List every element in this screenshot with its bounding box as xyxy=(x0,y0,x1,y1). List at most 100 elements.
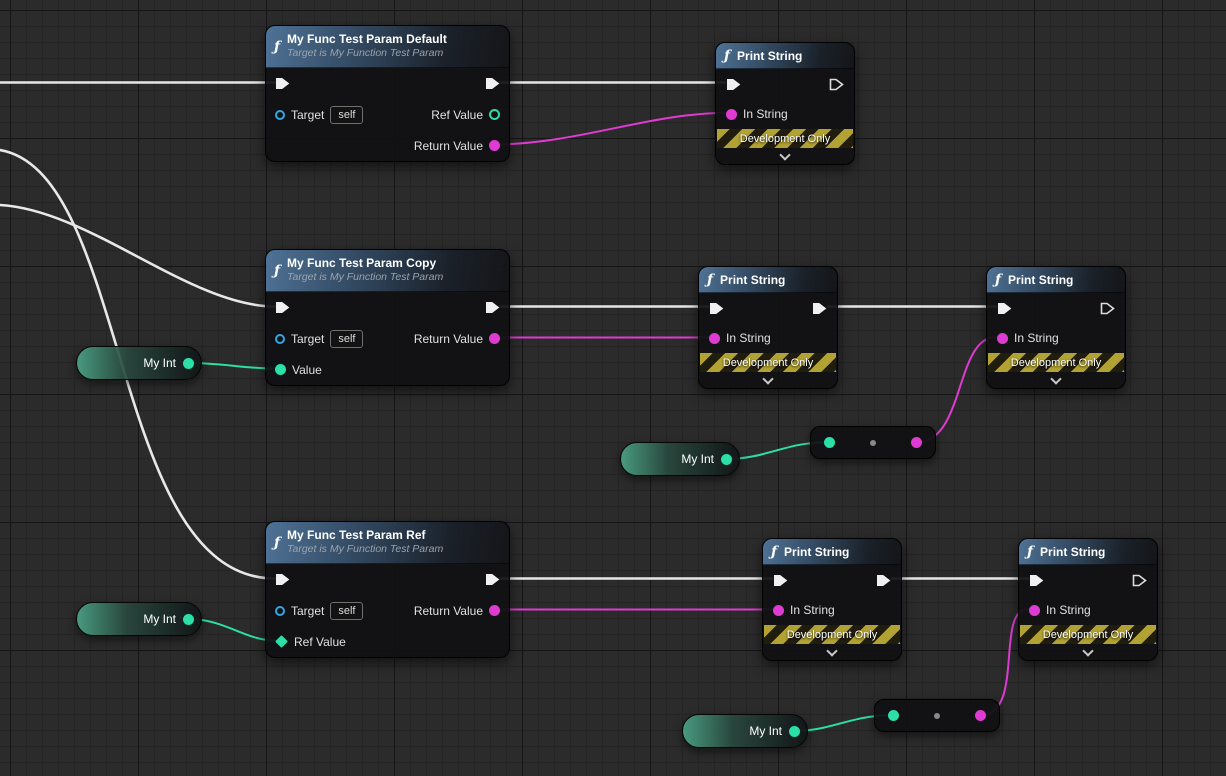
target-label: Target xyxy=(291,107,325,122)
exec-out-pin[interactable] xyxy=(829,78,844,91)
node-print-string-2[interactable]: ƒ Print String In String Development Onl… xyxy=(698,266,838,389)
node-my-int-getter-2[interactable]: My Int xyxy=(620,442,740,476)
target-self-input[interactable]: self xyxy=(330,601,364,620)
value-label: Value xyxy=(292,362,322,377)
exec-in-pin[interactable] xyxy=(726,78,741,91)
node-my-int-getter-3[interactable]: My Int xyxy=(76,602,202,636)
exec-in-pin[interactable] xyxy=(275,573,290,586)
collapse-chevron-icon[interactable] xyxy=(779,149,791,161)
in-string-label: In String xyxy=(790,603,835,617)
node-header[interactable]: ƒ Print String xyxy=(987,267,1125,293)
return-value-pin[interactable] xyxy=(489,140,500,151)
node-my-int-getter-4[interactable]: My Int xyxy=(682,714,808,748)
node-print-string-4[interactable]: ƒ Print String In String Development Onl… xyxy=(762,538,902,661)
exec-out-pin[interactable] xyxy=(1132,574,1147,587)
value-pin[interactable] xyxy=(275,364,286,375)
my-int-output-pin[interactable] xyxy=(183,357,194,369)
node-my-func-test-param-default[interactable]: ƒ My Func Test Param Default Target is M… xyxy=(265,25,510,162)
return-value-label: Return Value xyxy=(413,603,483,618)
node-header[interactable]: ƒ Print String xyxy=(699,267,837,293)
my-int-output-pin[interactable] xyxy=(183,613,194,625)
node-header[interactable]: ƒ My Func Test Param Copy Target is My F… xyxy=(266,250,509,292)
conversion-input-pin[interactable] xyxy=(888,710,899,721)
variable-label: My Int xyxy=(143,612,176,626)
exec-in-pin[interactable] xyxy=(275,301,290,314)
node-header[interactable]: ƒ My Func Test Param Ref Target is My Fu… xyxy=(266,522,509,564)
ref-value-pin[interactable] xyxy=(489,109,500,120)
variable-label: My Int xyxy=(749,724,782,738)
collapse-chevron-icon[interactable] xyxy=(762,373,774,385)
function-icon: ƒ xyxy=(274,534,281,551)
node-header[interactable]: ƒ Print String xyxy=(716,43,854,69)
node-title: Print String xyxy=(1040,544,1106,559)
node-print-string-3[interactable]: ƒ Print String In String Development Onl… xyxy=(986,266,1126,389)
target-self-input[interactable]: self xyxy=(330,329,364,348)
return-value-pin[interactable] xyxy=(489,605,500,616)
node-print-string-1[interactable]: ƒ Print String In String Development Onl… xyxy=(715,42,855,165)
conversion-output-pin[interactable] xyxy=(911,437,922,448)
in-string-pin[interactable] xyxy=(773,604,784,616)
string-wire-default-return xyxy=(493,112,726,146)
development-only-banner: Development Only xyxy=(764,625,900,644)
target-pin[interactable] xyxy=(275,109,285,120)
exec-out-pin[interactable] xyxy=(485,573,500,586)
exec-wire-in-copy xyxy=(0,203,277,308)
in-string-pin[interactable] xyxy=(1029,604,1040,616)
in-string-pin[interactable] xyxy=(726,108,737,120)
function-icon: ƒ xyxy=(274,262,281,279)
return-value-label: Return Value xyxy=(413,331,483,346)
target-self-input[interactable]: self xyxy=(330,105,364,124)
exec-in-pin[interactable] xyxy=(997,302,1012,315)
in-string-pin[interactable] xyxy=(709,332,720,344)
in-string-label: In String xyxy=(726,331,771,345)
my-int-output-pin[interactable] xyxy=(789,725,800,737)
target-pin[interactable] xyxy=(275,333,285,344)
in-string-label: In String xyxy=(1046,603,1091,617)
exec-out-pin[interactable] xyxy=(485,301,500,314)
conversion-dot-icon xyxy=(870,439,876,446)
ref-value-pin[interactable] xyxy=(275,635,288,648)
exec-out-pin[interactable] xyxy=(1100,302,1115,315)
return-value-pin[interactable] xyxy=(489,333,500,344)
my-int-output-pin[interactable] xyxy=(721,453,732,465)
function-icon: ƒ xyxy=(724,47,731,64)
node-title: My Func Test Param Copy xyxy=(287,255,437,270)
node-title: My Func Test Param Ref xyxy=(287,527,426,542)
target-pin[interactable] xyxy=(275,605,285,616)
exec-in-pin[interactable] xyxy=(773,574,788,587)
node-my-func-test-param-copy[interactable]: ƒ My Func Test Param Copy Target is My F… xyxy=(265,249,510,386)
exec-in-pin[interactable] xyxy=(1029,574,1044,587)
node-header[interactable]: ƒ My Func Test Param Default Target is M… xyxy=(266,26,509,68)
node-subtitle: Target is My Function Test Param xyxy=(287,271,444,284)
target-label: Target xyxy=(291,331,325,346)
node-subtitle: Target is My Function Test Param xyxy=(287,47,444,60)
node-title: Print String xyxy=(720,272,786,287)
exec-in-pin[interactable] xyxy=(275,77,290,90)
return-value-label: Return Value xyxy=(413,138,483,153)
collapse-chevron-icon[interactable] xyxy=(826,645,838,657)
node-int-to-string-conversion-2[interactable] xyxy=(874,699,1000,732)
exec-out-pin[interactable] xyxy=(812,302,827,315)
node-my-int-getter-1[interactable]: My Int xyxy=(76,346,202,380)
collapse-chevron-icon[interactable] xyxy=(1050,373,1062,385)
node-title: Print String xyxy=(1008,272,1074,287)
collapse-chevron-icon[interactable] xyxy=(1082,645,1094,657)
development-only-banner: Development Only xyxy=(700,353,836,372)
conversion-output-pin[interactable] xyxy=(975,710,986,721)
node-int-to-string-conversion-1[interactable] xyxy=(810,426,936,459)
exec-out-pin[interactable] xyxy=(485,77,500,90)
in-string-pin[interactable] xyxy=(997,332,1008,344)
exec-in-pin[interactable] xyxy=(709,302,724,315)
node-title: My Func Test Param Default xyxy=(287,31,447,46)
function-icon: ƒ xyxy=(995,271,1002,288)
node-my-func-test-param-ref[interactable]: ƒ My Func Test Param Ref Target is My Fu… xyxy=(265,521,510,658)
conversion-input-pin[interactable] xyxy=(824,437,835,448)
node-header[interactable]: ƒ Print String xyxy=(1019,539,1157,565)
exec-out-pin[interactable] xyxy=(876,574,891,587)
conversion-dot-icon xyxy=(934,712,940,719)
node-print-string-5[interactable]: ƒ Print String In String Development Onl… xyxy=(1018,538,1158,661)
in-string-label: In String xyxy=(743,107,788,121)
target-label: Target xyxy=(291,603,325,618)
node-header[interactable]: ƒ Print String xyxy=(763,539,901,565)
